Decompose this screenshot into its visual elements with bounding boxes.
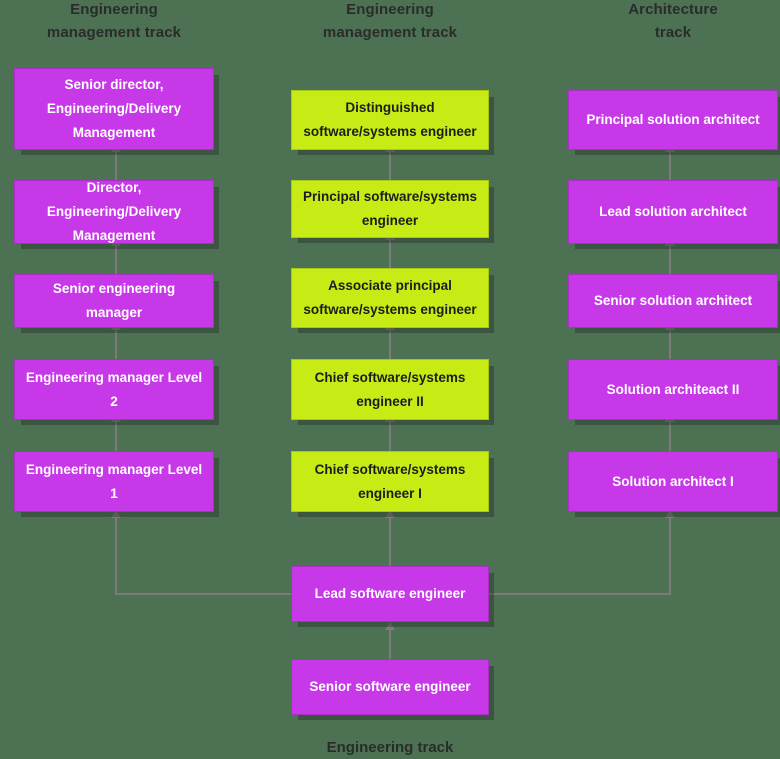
node-engineering-manager-level-2[interactable]: Engineering manager Level 2 bbox=[14, 359, 214, 420]
node-label: Solution architeact II bbox=[606, 381, 740, 397]
node-principal-software-systems-engineer[interactable]: Principal software/systems engineer bbox=[291, 180, 489, 238]
connector-left-4-to-5 bbox=[115, 150, 117, 180]
node-label: Chief software/systems engineer II bbox=[314, 369, 466, 409]
node-chief-software-systems-engineer-ii[interactable]: Chief software/systems engineer II bbox=[291, 359, 489, 420]
connector-trunk-to-middle bbox=[389, 516, 391, 566]
connector-trunk-branch-left-h bbox=[115, 593, 293, 595]
column-heading-right: Architecture track bbox=[628, 1, 718, 41]
column-heading-bottom: Engineering track bbox=[326, 739, 454, 756]
node-label: Lead solution architect bbox=[599, 204, 747, 219]
arrowhead-branch-right bbox=[665, 510, 675, 518]
node-senior-solution-architect[interactable]: Senior solution architect bbox=[568, 274, 778, 328]
arrowhead-senior-to-lead bbox=[385, 622, 395, 630]
connector-left-1-to-2 bbox=[115, 420, 117, 451]
node-senior-software-engineer[interactable]: Senior software engineer bbox=[291, 659, 489, 715]
node-label: Solution architect I bbox=[612, 473, 734, 489]
arrowhead-trunk-to-middle bbox=[385, 510, 395, 518]
connector-middle-1-to-2 bbox=[389, 420, 391, 451]
node-label: Principal solution architect bbox=[586, 112, 760, 127]
node-principal-solution-architect[interactable]: Principal solution architect bbox=[568, 90, 778, 150]
connector-left-3-to-4 bbox=[115, 244, 117, 274]
connector-trunk-branch-right-h bbox=[489, 593, 671, 595]
connector-middle-4-to-5 bbox=[389, 150, 391, 180]
node-label: Senior solution architect bbox=[593, 293, 753, 308]
node-lead-software-engineer[interactable]: Lead software engineer bbox=[291, 566, 489, 622]
node-label: Associate principal software/systems eng… bbox=[303, 278, 477, 317]
connector-senior-to-lead bbox=[389, 628, 391, 666]
arrowhead-branch-left bbox=[111, 510, 121, 518]
node-label: Principal software/systems engineer bbox=[302, 189, 478, 228]
node-solution-architect-ii[interactable]: Solution architeact II bbox=[568, 359, 778, 420]
connector-right-3-to-4 bbox=[669, 244, 671, 274]
node-solution-architect-i[interactable]: Solution architect I bbox=[568, 451, 778, 512]
node-label: Senior director, Engineering/Delivery Ma… bbox=[46, 77, 182, 140]
connector-right-2-to-3 bbox=[669, 328, 671, 359]
node-label: Engineering manager Level 2 bbox=[25, 369, 203, 409]
node-label: Chief software/systems engineer I bbox=[314, 461, 466, 501]
node-associate-principal-software-systems-engineer[interactable]: Associate principal software/systems eng… bbox=[291, 268, 489, 328]
node-label: Director, Engineering/Delivery Managemen… bbox=[46, 180, 182, 243]
node-senior-engineering-manager[interactable]: Senior engineering manager bbox=[14, 274, 214, 328]
column-heading-left: Engineering management track bbox=[46, 1, 182, 41]
connector-left-2-to-3 bbox=[115, 328, 117, 359]
connector-trunk-branch-right-v bbox=[669, 516, 671, 595]
column-heading-middle: Engineering management track bbox=[322, 1, 458, 41]
node-director-engineering-delivery-management[interactable]: Director, Engineering/Delivery Managemen… bbox=[14, 180, 214, 244]
connector-trunk-branch-left-v bbox=[115, 516, 117, 595]
node-senior-director-engineering-delivery-management[interactable]: Senior director, Engineering/Delivery Ma… bbox=[14, 68, 214, 150]
node-engineering-manager-level-1[interactable]: Engineering manager Level 1 bbox=[14, 451, 214, 512]
node-label: Lead software engineer bbox=[314, 586, 466, 601]
node-label: Engineering manager Level 1 bbox=[25, 461, 203, 501]
node-label: Distinguished software/systems engineer bbox=[303, 100, 477, 139]
node-label: Senior engineering manager bbox=[52, 281, 176, 320]
connector-middle-3-to-4 bbox=[389, 238, 391, 268]
node-label: Senior software engineer bbox=[309, 679, 471, 694]
connector-right-1-to-2 bbox=[669, 420, 671, 451]
connector-right-4-to-5 bbox=[669, 150, 671, 180]
node-chief-software-systems-engineer-i[interactable]: Chief software/systems engineer I bbox=[291, 451, 489, 512]
connector-middle-2-to-3 bbox=[389, 328, 391, 359]
node-lead-solution-architect[interactable]: Lead solution architect bbox=[568, 180, 778, 244]
node-distinguished-software-systems-engineer[interactable]: Distinguished software/systems engineer bbox=[291, 90, 489, 150]
